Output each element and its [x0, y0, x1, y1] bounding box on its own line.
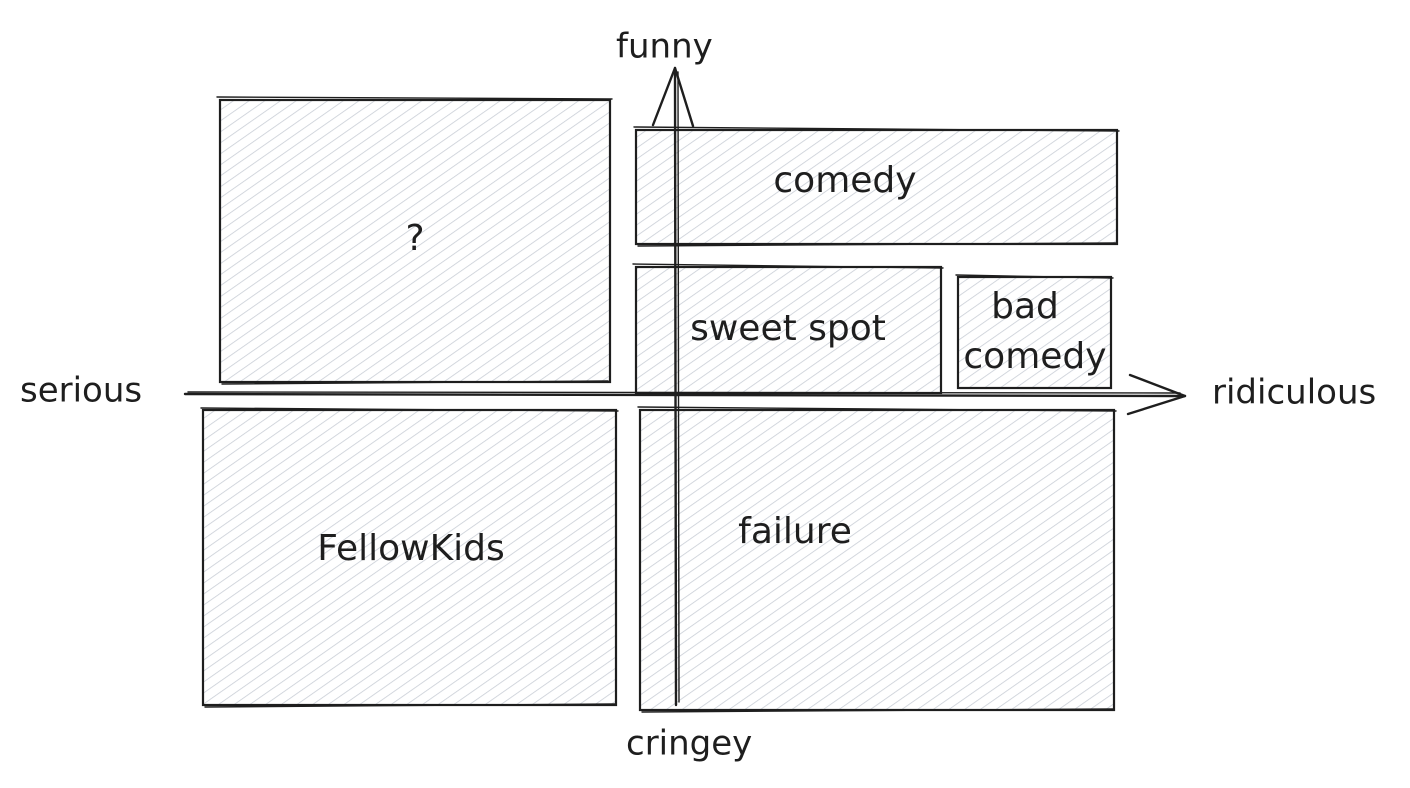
region-fellowkids-label: FellowKids — [317, 528, 505, 569]
vertical-axis — [651, 66, 695, 707]
region-unknown-label: ? — [405, 218, 424, 259]
region-sweet-spot-label: sweet spot — [690, 308, 886, 349]
axis-label-serious: serious — [20, 371, 142, 411]
region-failure: failure — [637, 406, 1117, 713]
region-bad-comedy: bad comedy — [955, 274, 1114, 390]
axis-label-funny: funny — [616, 27, 713, 67]
region-comedy: comedy — [633, 126, 1120, 247]
region-sweet-spot: sweet spot — [632, 263, 944, 395]
horizontal-axis — [183, 373, 1187, 416]
region-fellowkids: FellowKids — [200, 407, 619, 708]
axis-label-cringey: cringey — [626, 724, 752, 764]
region-bad-comedy-label-line1: bad — [991, 286, 1059, 327]
region-comedy-label: comedy — [773, 160, 916, 201]
region-failure-label: failure — [738, 511, 852, 552]
axis-label-ridiculous: ridiculous — [1212, 373, 1376, 413]
region-bad-comedy-label-line2: comedy — [963, 336, 1106, 377]
region-unknown: ? — [216, 96, 613, 385]
